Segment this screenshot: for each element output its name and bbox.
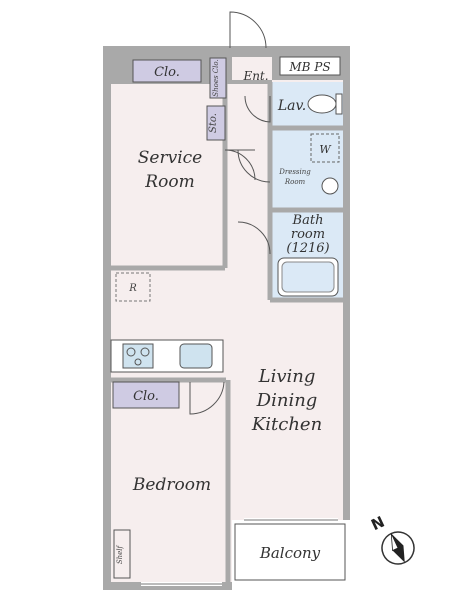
sink-icon (179, 343, 213, 369)
shelf-label: Shelf (116, 544, 124, 564)
bathroom-label-2: room (291, 227, 325, 242)
closet-top-label: Clo. (154, 65, 180, 80)
dressing-room-label-2: Room (284, 178, 306, 186)
shoes-closet-label: Shoes Clo. (212, 59, 220, 96)
mbps-box (279, 56, 341, 76)
service-room-label-1: Service (138, 148, 202, 168)
entrance-floor (232, 57, 272, 95)
ldk-label-3: Kitchen (251, 414, 322, 435)
stove-icon (122, 343, 154, 369)
shoes-closet-box (209, 57, 227, 99)
refrigerator-box (115, 272, 151, 302)
closet-bedroom-label: Clo. (133, 389, 159, 404)
ldk-label-2: Dining (256, 390, 318, 411)
bedroom-label: Bedroom (132, 475, 211, 495)
closet-bedroom-box (112, 381, 180, 409)
basin-icon (321, 177, 339, 195)
dressing-room-label-1: Dressing (278, 168, 311, 176)
storage-box (206, 105, 226, 141)
ldk-label-1: Living (258, 366, 316, 387)
washer-icon (310, 133, 340, 163)
closet-top-box (132, 59, 202, 83)
entrance-door-arc (229, 11, 267, 49)
toilet-icon (307, 94, 337, 114)
bathroom-label-3: (1216) (286, 241, 329, 256)
lavatory-label: Lav. (277, 98, 306, 114)
compass-icon (381, 531, 415, 565)
storage-label: Sto. (208, 113, 219, 133)
compass-north-label: N (368, 513, 387, 535)
mbps-label: MB PS (288, 60, 330, 74)
bathroom-label-1: Bath (292, 213, 324, 228)
washer-label: W (319, 143, 332, 156)
lav-door-arc (244, 95, 271, 123)
balcony-label: Balcony (259, 544, 321, 562)
bath-door-arc (237, 221, 271, 255)
balcony-floor (234, 523, 346, 581)
bedroom-door-arc (189, 381, 225, 415)
bedroom-floor (111, 380, 232, 582)
refrigerator-label: R (128, 283, 137, 294)
entrance-label: Ent. (242, 69, 268, 83)
shelf-box (113, 529, 131, 579)
dressing-door-arc (237, 149, 271, 183)
service-room-label-2: Room (144, 172, 194, 192)
service-room-door-arc (224, 149, 256, 181)
